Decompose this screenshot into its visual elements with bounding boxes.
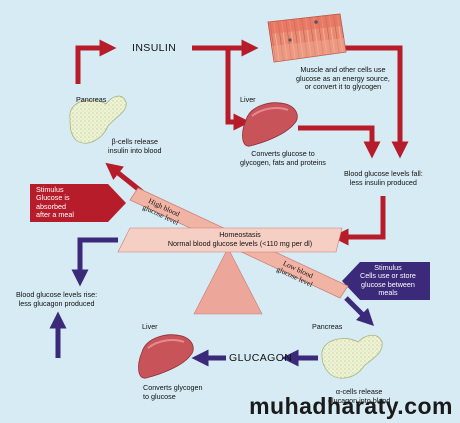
liver-top-label: Liver — [240, 95, 256, 104]
watermark: muhadharaty.com — [249, 393, 453, 419]
liver-bottom-label: Liver — [142, 322, 158, 331]
glucagon-arrows — [49, 237, 375, 367]
seesaw — [117, 187, 349, 315]
homeostasis-bar — [117, 227, 343, 253]
muscle-to-levels-fall-arrow — [345, 45, 409, 159]
insulin-to-liver-arrow — [225, 48, 251, 131]
homeostasis-to-levels-rise-arrow — [71, 237, 118, 287]
pancreas-top-label: Pancreas — [76, 95, 107, 104]
stimulus-high-arrow-shape — [30, 184, 126, 222]
pancreas-top-illustration — [69, 95, 127, 144]
liver-bottom-illustration — [138, 334, 194, 379]
insulin-label: INSULIN — [132, 42, 177, 54]
pancreas-to-insulin-arrow — [75, 39, 117, 84]
high-glucose-to-pancreas-arrow — [105, 162, 144, 194]
glucagon-label: GLUCAGON — [229, 352, 293, 364]
muscle-illustration — [267, 13, 347, 63]
levels-rise-caption: Blood glucose levels rise:less glucagon … — [16, 290, 98, 308]
homeostasis-label: Homeostasis Normal blood glucose levels … — [167, 230, 313, 248]
liver-top-illustration — [242, 102, 298, 147]
low-glucose-to-pancreas-arrow — [344, 296, 375, 327]
pancreas-bottom-label: Pancreas — [312, 322, 343, 331]
levels-fall-to-homeostasis-arrow — [331, 196, 386, 246]
stimulus-low-arrow-shape — [342, 262, 430, 300]
liver-to-levels-fall-arrow — [298, 125, 381, 159]
levels-fall-caption: Blood glucose levels fall:less insulin p… — [344, 169, 423, 187]
insulin-arrows — [75, 39, 409, 246]
pancreas-bottom-illustration — [321, 334, 383, 379]
seesaw-fulcrum — [193, 247, 263, 315]
